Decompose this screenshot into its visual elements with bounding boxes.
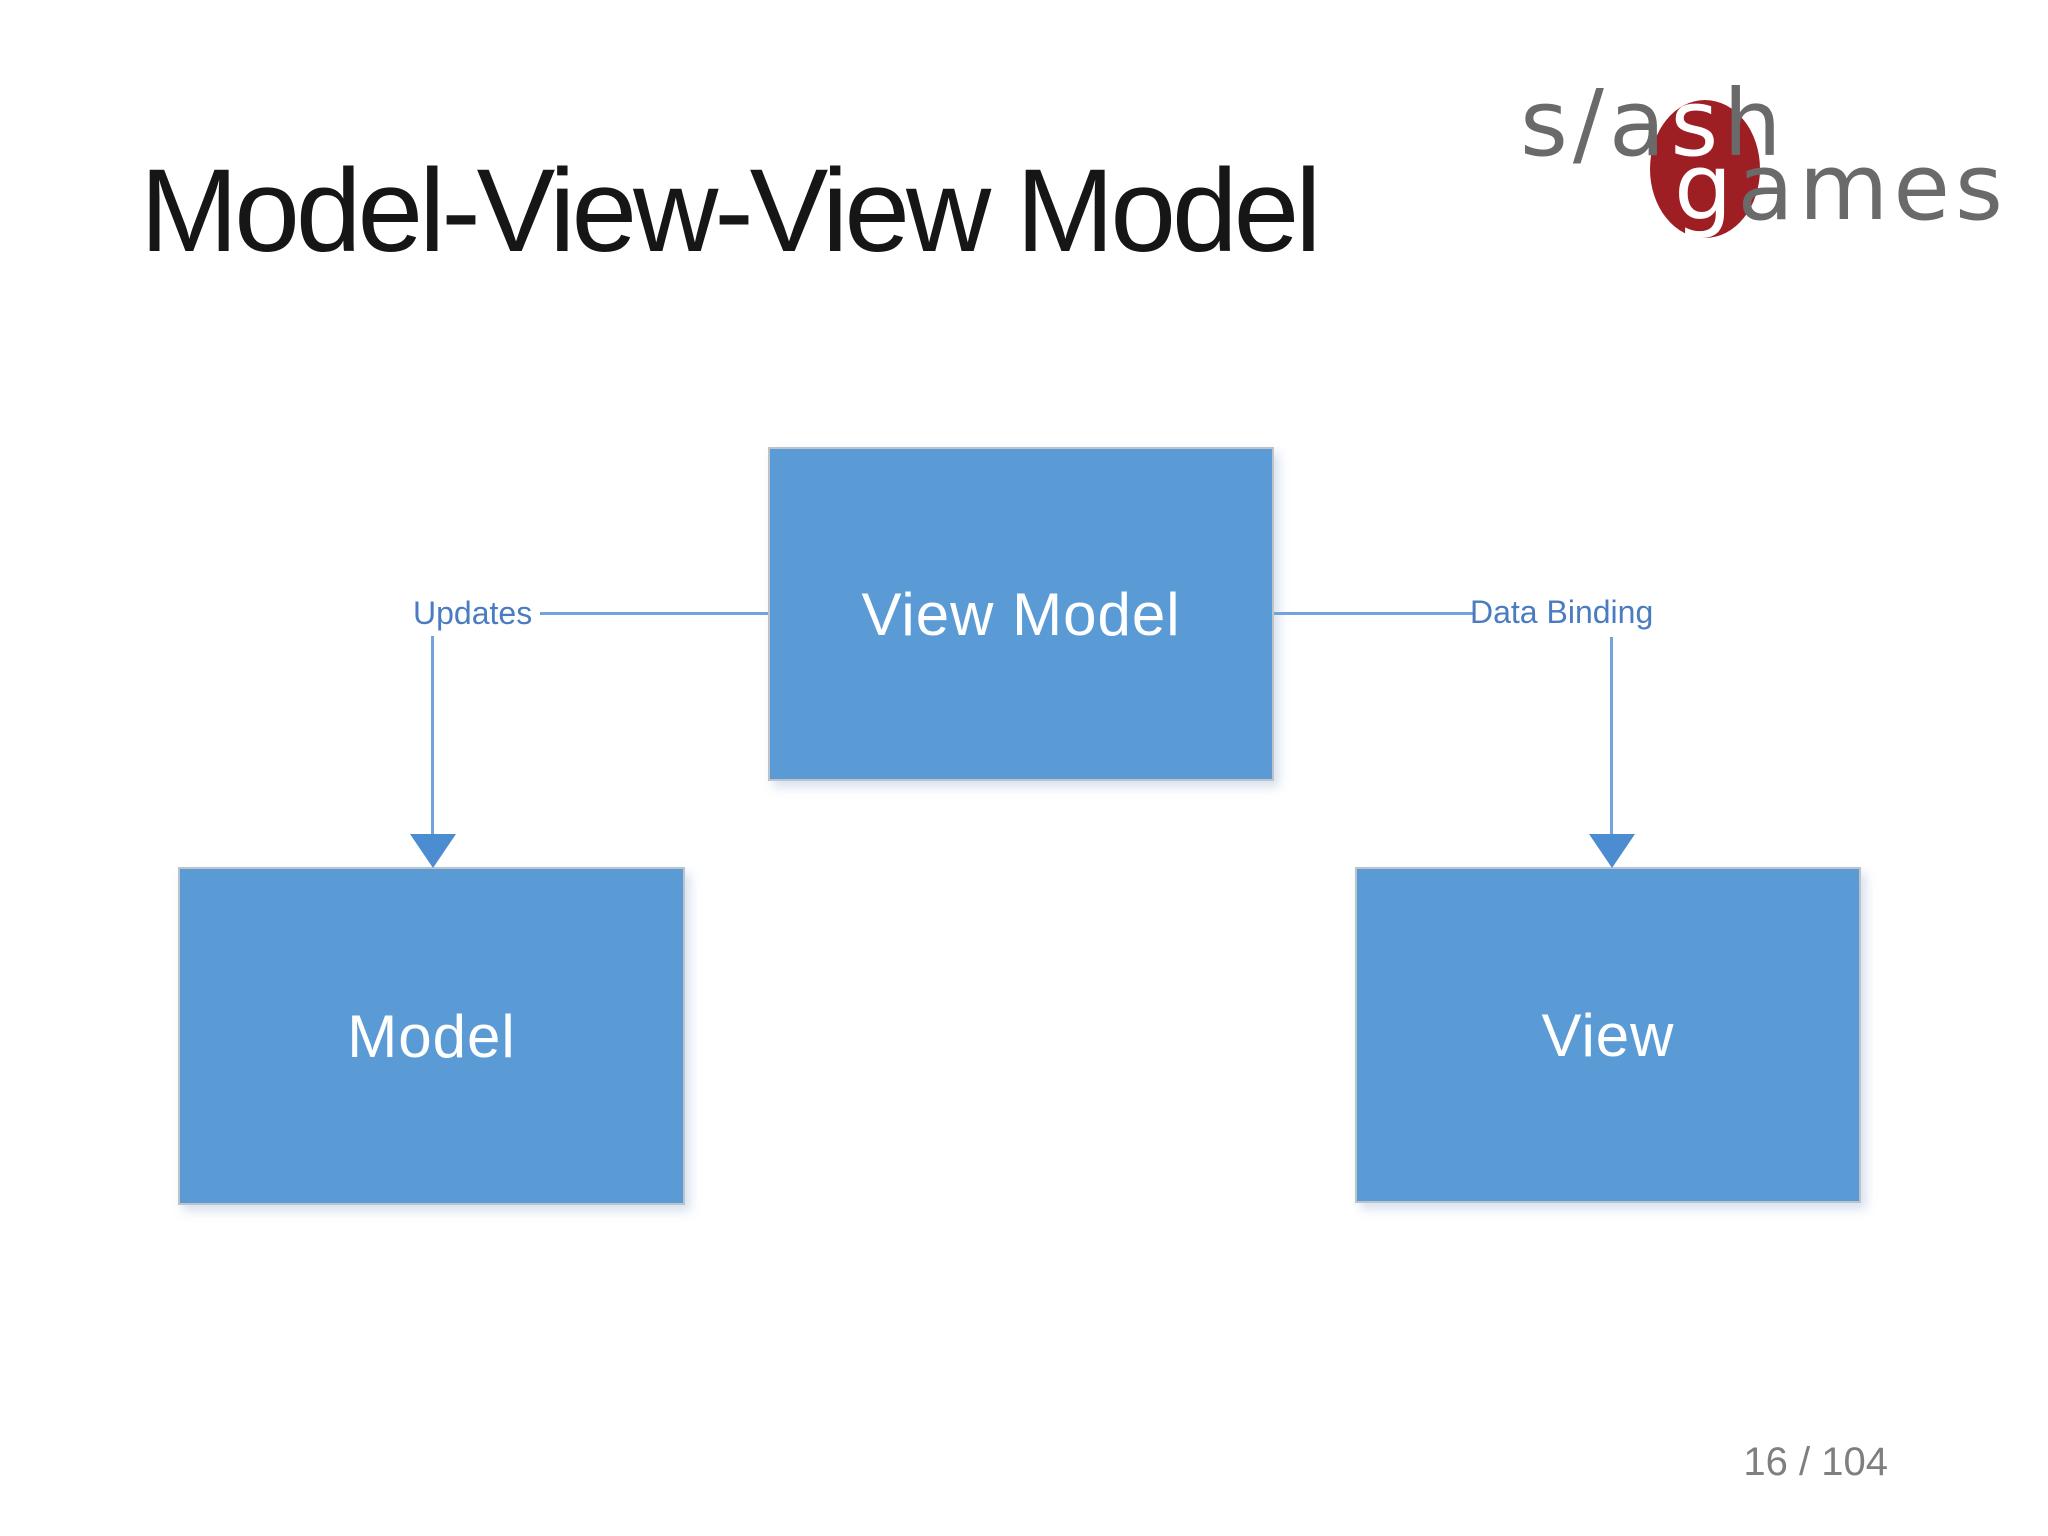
logo-games-white-g: g <box>1674 134 1738 241</box>
edge-label-updates: Updates <box>413 595 533 631</box>
slide-title: Model-View-View Model <box>140 145 1321 277</box>
edge-label-data-binding: Data Binding <box>1470 594 1654 630</box>
connector-horizontal-data-binding <box>1274 612 1474 615</box>
diagram-box-view-label: View <box>1541 1001 1675 1069</box>
diagram-box-model: Model <box>178 867 685 1205</box>
connector-horizontal-updates <box>540 612 768 615</box>
arrowhead-to-model-icon <box>410 834 456 868</box>
logo-word-slash: s/ash <box>1520 78 1787 170</box>
connector-vertical-data-binding <box>1610 637 1613 835</box>
connector-vertical-updates <box>431 636 434 835</box>
logo-slash-gray-start: s/a <box>1520 70 1671 177</box>
diagram-box-view: View <box>1355 867 1861 1203</box>
logo-games-gray-rest: ames <box>1737 134 2008 241</box>
logo-word-games: games <box>1674 142 2008 234</box>
logo-slash-white-s: s <box>1670 70 1724 177</box>
arrowhead-to-view-icon <box>1589 834 1635 868</box>
slashgames-logo: s/ash games <box>1500 60 2048 270</box>
logo-red-ellipse <box>1650 100 1760 238</box>
diagram-box-view-model-label: View Model <box>861 580 1181 648</box>
page-number: 16 / 104 <box>1743 1440 1888 1484</box>
logo-slash-gray-end: h <box>1723 70 1787 177</box>
diagram-box-model-label: Model <box>347 1002 516 1070</box>
diagram-box-view-model: View Model <box>768 447 1274 781</box>
